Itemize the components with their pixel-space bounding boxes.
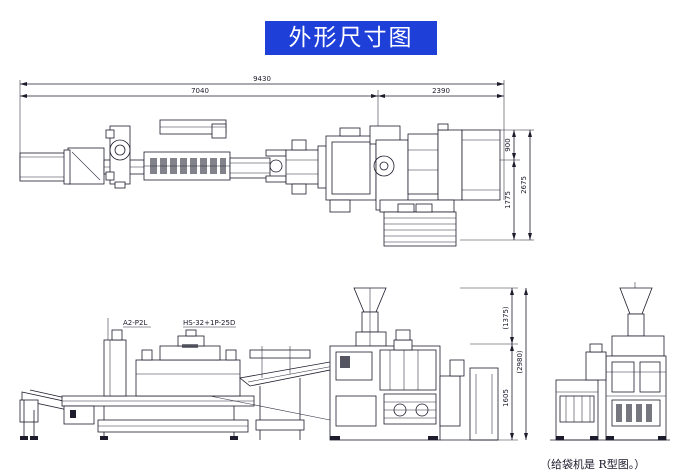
footnote: （给袋机是 R型图。） [540, 458, 646, 471]
dim-total-length: 9430 [253, 75, 271, 83]
side-view [550, 282, 670, 441]
dim-left-length: 7040 [191, 87, 209, 95]
dim-depth-lower: 1775 [504, 191, 512, 209]
dim-height-total: (2980) [516, 350, 524, 374]
dim-depth-total: 2675 [520, 176, 528, 194]
top-dimension-lines: 9430 7040 2390 900 1775 2675 [19, 75, 534, 241]
top-view [19, 119, 501, 247]
dim-height-top: (1375) [502, 306, 510, 330]
dim-height-lower: 1605 [502, 389, 510, 407]
title-banner: 外形尺寸图 [265, 21, 437, 55]
front-view [19, 287, 499, 441]
conveyor-model-label: A2-P2L [123, 319, 147, 327]
scale-model-label: HS-32+1P-25D [183, 319, 235, 327]
dim-depth-upper: 900 [504, 138, 512, 151]
front-dimension-lines: (1375) 1605 (2980) [460, 287, 528, 441]
dim-right-length: 2390 [432, 87, 450, 95]
